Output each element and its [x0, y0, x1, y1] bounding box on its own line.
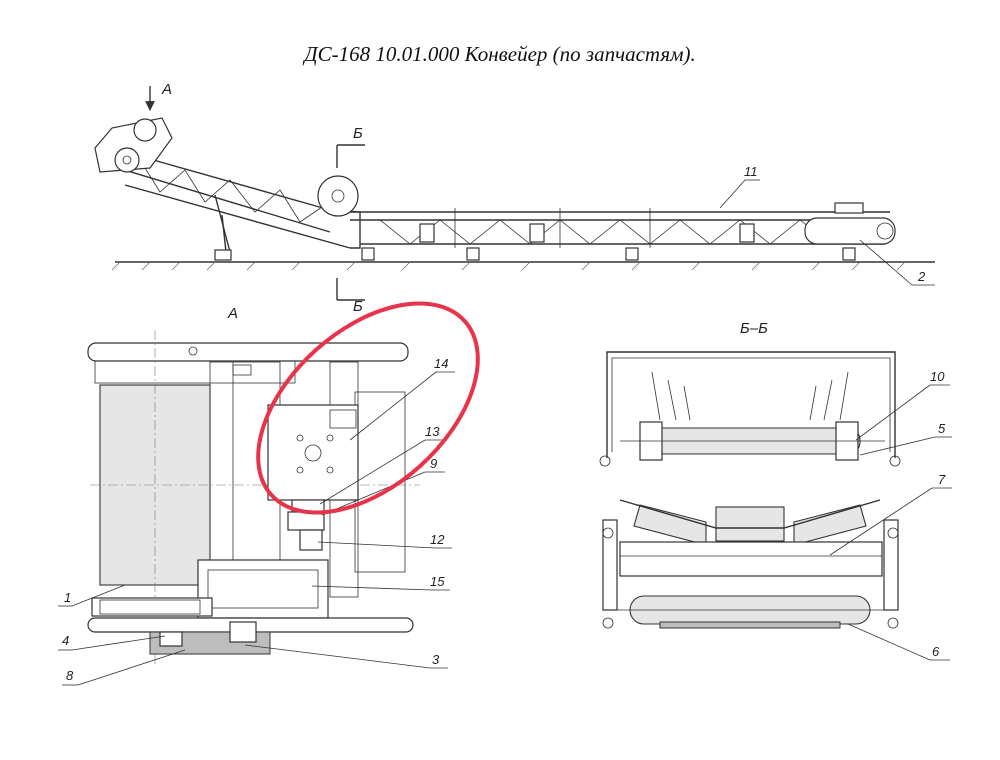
section-cut-line [336, 144, 365, 301]
drawing-title: ДС-168 10.01.000 Конвейер (по запчастям)… [304, 42, 696, 66]
conveyor-side-view: А Б Б 11 2 [94, 81, 935, 315]
callout-10: 10 [930, 369, 945, 384]
callout-2: 2 [917, 269, 926, 284]
callout-6: 6 [932, 644, 940, 659]
callout-14: 14 [434, 356, 448, 371]
inclined-section [94, 117, 361, 261]
callout-9: 9 [430, 456, 437, 471]
plate-14 [267, 404, 359, 501]
callout-5: 5 [938, 421, 946, 436]
highlight-ellipse [256, 301, 480, 515]
frame-7 [619, 541, 883, 577]
drive-drum [317, 175, 359, 217]
callout-7: 7 [938, 472, 946, 487]
callout-15: 15 [430, 574, 445, 589]
section-label-bottom: Б [353, 298, 363, 315]
box-15 [197, 559, 329, 619]
callout-1: 1 [64, 590, 71, 605]
view-a-arrow-label: А [161, 81, 172, 98]
callout-4: 4 [62, 633, 69, 648]
callout-8: 8 [66, 668, 74, 683]
ground-hatch [111, 261, 906, 271]
callout-3: 3 [432, 652, 440, 667]
callout-12: 12 [430, 532, 445, 547]
trough-idler-center [715, 506, 785, 542]
view-a-title: А [227, 305, 238, 322]
cover-hood [606, 351, 896, 458]
section-label-top: Б [353, 125, 363, 142]
view-a: А [58, 305, 455, 686]
section-bb-view: Б–Б 10 5 [599, 320, 952, 661]
section-bb-title: Б–Б [740, 320, 768, 337]
trough-idler-right [793, 504, 867, 546]
callout-11: 11 [744, 164, 758, 179]
callout-13: 13 [425, 424, 440, 439]
horizontal-section [350, 202, 896, 261]
tail-drum-housing [804, 217, 896, 245]
trough-idler-left [633, 504, 707, 546]
